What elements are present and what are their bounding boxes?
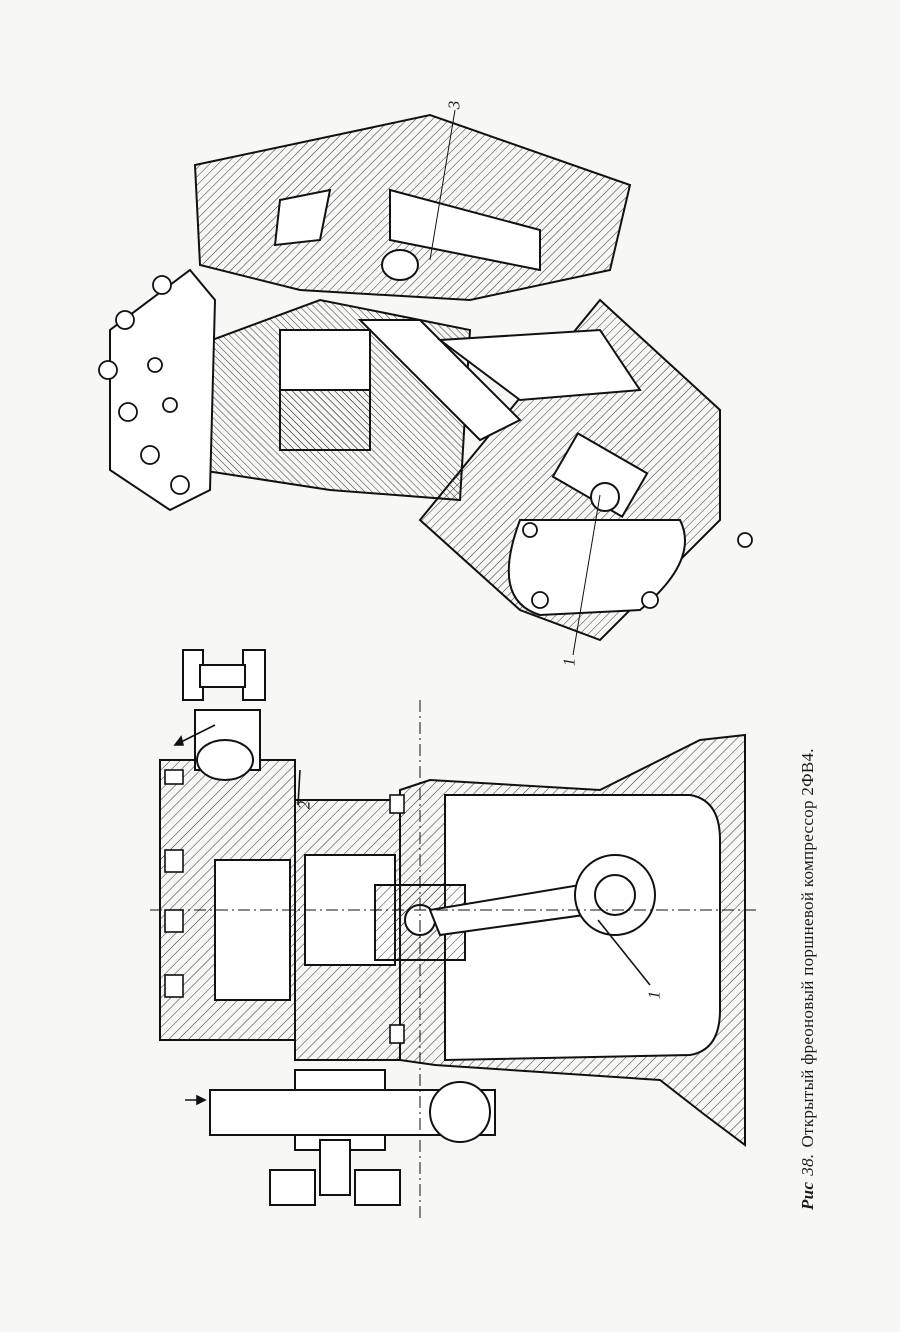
callout-1-upper: 1 <box>559 658 579 667</box>
callout-3-upper: 3 <box>444 101 464 110</box>
figure-number: 38. <box>798 1154 817 1176</box>
figure-caption-text: Открытый фреоновый поршневой компрессор … <box>798 748 817 1147</box>
callout-2-lower: 2 <box>294 801 314 810</box>
figure-caption-container: Рис38.Открытый фреоновый поршневой компр… <box>768 715 808 1215</box>
callout-1-lower: 1 <box>644 991 664 1000</box>
figure-label: Рис <box>798 1182 817 1210</box>
figure-caption: Рис 38. Открытый фреоновый поршневой компр… <box>798 748 818 1210</box>
